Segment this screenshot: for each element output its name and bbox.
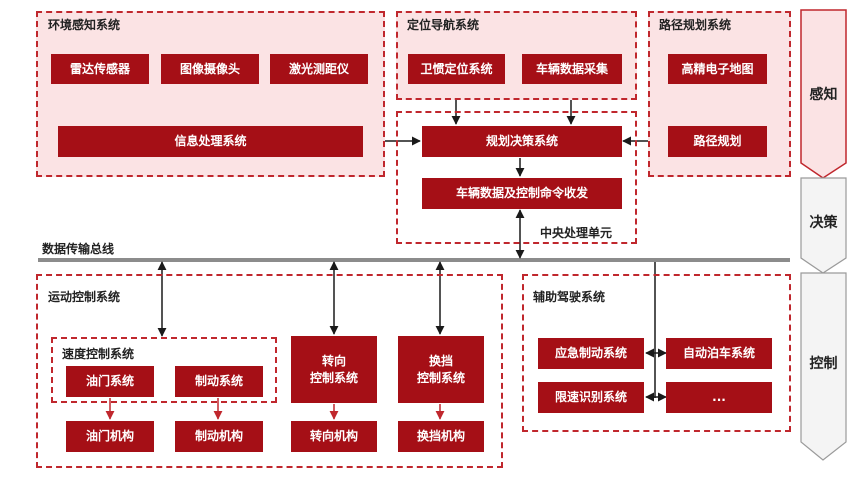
route-title: 路径规划系统	[659, 18, 732, 32]
gear-control-box: 换挡 控制系统	[398, 336, 484, 403]
steering-control-box: 转向 控制系统	[291, 336, 377, 403]
env-perception-title: 环境感知系统	[48, 18, 121, 32]
brake-system-box: 制动系统	[175, 366, 263, 397]
phase-decision: 决策	[801, 178, 846, 273]
brake-mechanism-box: 制动机构	[175, 421, 263, 452]
speed-control-title: 速度控制系统	[62, 347, 135, 361]
more-systems-box: ...	[666, 382, 772, 413]
assist-driving-group	[522, 274, 791, 432]
motion-control-group	[36, 274, 503, 468]
route-planning-box: 路径规划	[668, 126, 767, 157]
decision-box: 规划决策系统	[422, 126, 622, 157]
camera-box: 图像摄像头	[161, 54, 259, 84]
gear-control-line2: 控制系统	[416, 370, 465, 385]
motion-control-title: 运动控制系统	[48, 290, 121, 304]
auto-parking-box: 自动泊车系统	[666, 338, 772, 369]
hdmap-box: 高精电子地图	[668, 54, 767, 84]
assist-driving-title: 辅助驾驶系统	[533, 290, 606, 304]
info-processing-box: 信息处理系统	[58, 126, 363, 157]
phase-decision-label: 决策	[809, 215, 838, 231]
speed-control-group	[51, 337, 277, 403]
data-bus-label: 数据传输总线	[42, 242, 115, 256]
phase-perception: 感知	[801, 10, 846, 178]
speed-limit-box: 限速识别系统	[538, 382, 644, 413]
emergency-brake-box: 应急制动系统	[538, 338, 644, 369]
steering-control-line1: 转向	[321, 354, 346, 369]
cpu-group	[396, 111, 637, 244]
phase-control: 控制	[801, 273, 846, 460]
gear-control-line1: 换挡	[428, 354, 453, 369]
phase-perception-label: 感知	[809, 87, 838, 103]
phase-control-label: 控制	[809, 356, 838, 372]
radar-sensor-box: 雷达传感器	[51, 54, 149, 84]
nav-title: 定位导航系统	[407, 18, 480, 32]
throttle-mechanism-box: 油门机构	[66, 421, 154, 452]
steering-control-line2: 控制系统	[309, 370, 358, 385]
steering-mechanism-box: 转向机构	[291, 421, 377, 452]
lidar-box: 激光测距仪	[270, 54, 368, 84]
command-box: 车辆数据及控制命令收发	[422, 178, 622, 209]
vehicle-data-box: 车辆数据采集	[522, 54, 622, 84]
phase-chevrons	[800, 9, 847, 461]
cpu-title: 中央处理单元	[540, 226, 613, 240]
throttle-system-box: 油门系统	[66, 366, 154, 397]
satellite-positioning-box: 卫惯定位系统	[408, 54, 505, 84]
gear-mechanism-box: 换挡机构	[398, 421, 484, 452]
